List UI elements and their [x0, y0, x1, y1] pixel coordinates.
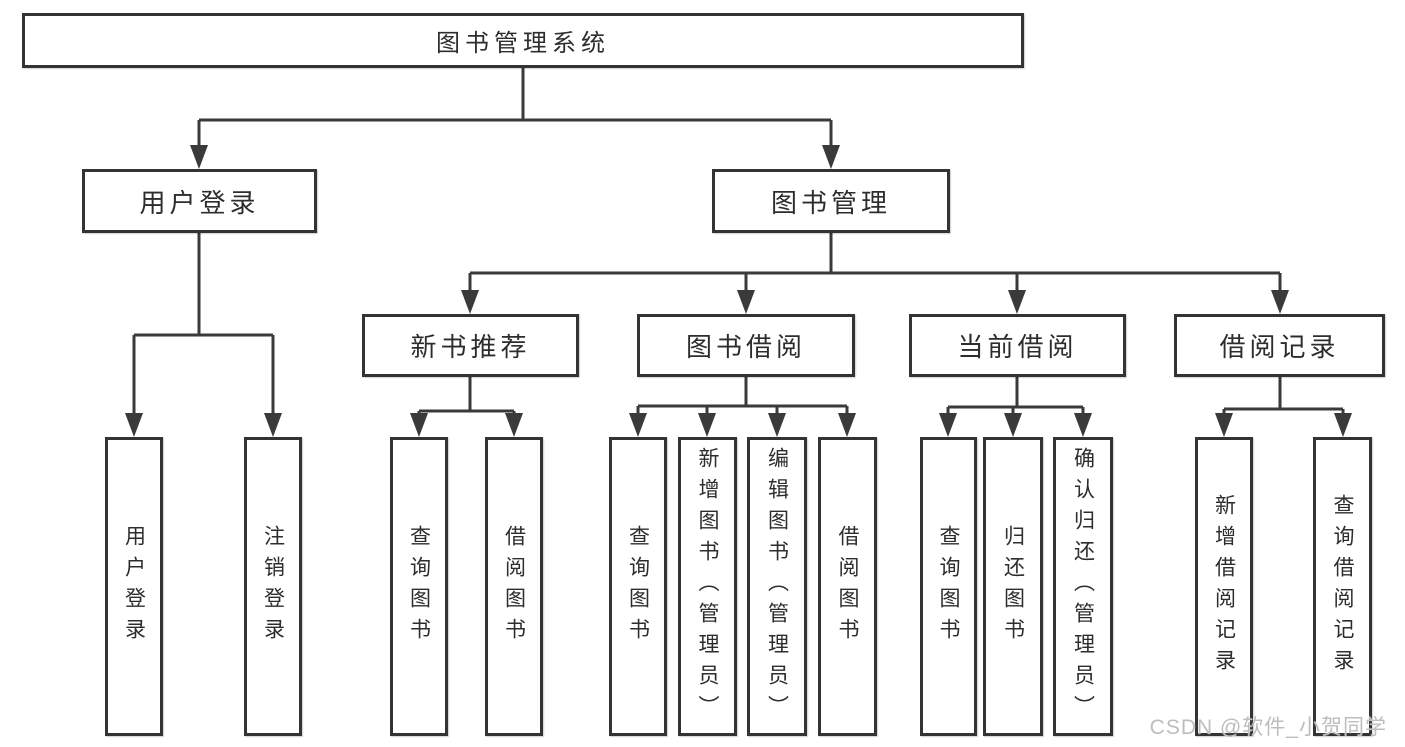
- node-book-borrowing: 图书借阅: [637, 314, 855, 377]
- leaf-borrow-query-book-label: 查询图书: [626, 524, 650, 649]
- leaf-borrow-borrow-book: 借阅图书: [818, 437, 877, 736]
- leaf-recommend-borrow-book: 借阅图书: [485, 437, 543, 736]
- node-current-borrowing: 当前借阅: [909, 314, 1126, 377]
- leaf-user-login: 用户登录: [105, 437, 163, 736]
- node-current-borrowing-label: 当前借阅: [957, 332, 1078, 362]
- node-user-login-label: 用户登录: [139, 187, 260, 218]
- leaf-borrow-add-book-admin: 新增图书（管理员）: [678, 437, 737, 736]
- leaf-records-query-record: 查询借阅记录: [1313, 437, 1372, 736]
- node-user-login: 用户登录: [82, 169, 317, 233]
- leaf-current-return-book-label: 归还图书: [1001, 524, 1025, 649]
- leaf-current-query-book: 查询图书: [920, 437, 977, 736]
- leaf-borrow-add-book-admin-label: 新增图书（管理员）: [696, 447, 719, 726]
- leaf-current-return-book: 归还图书: [983, 437, 1043, 736]
- node-book-management: 图书管理: [712, 169, 950, 233]
- leaf-current-query-book-label: 查询图书: [937, 524, 960, 649]
- node-new-book-recommendation-label: 新书推荐: [410, 332, 531, 362]
- leaf-borrow-borrow-book-label: 借阅图书: [836, 524, 859, 649]
- node-book-borrowing-label: 图书借阅: [685, 332, 806, 362]
- leaf-records-add-record: 新增借阅记录: [1195, 437, 1253, 736]
- leaf-recommend-borrow-book-label: 借阅图书: [502, 524, 526, 649]
- node-new-book-recommendation: 新书推荐: [362, 314, 579, 377]
- node-borrowing-records-label: 借阅记录: [1219, 332, 1340, 362]
- leaf-current-confirm-return-admin: 确认归还（管理员）: [1053, 437, 1113, 736]
- leaf-borrow-query-book: 查询图书: [609, 437, 667, 736]
- node-book-management-label: 图书管理: [770, 187, 891, 218]
- leaf-borrow-edit-book-admin-label: 编辑图书（管理员）: [765, 447, 789, 726]
- node-borrowing-records: 借阅记录: [1174, 314, 1385, 377]
- leaf-recommend-query-book: 查询图书: [390, 437, 448, 736]
- csdn-watermark: CSDN @软件_小贺同学: [1149, 716, 1387, 739]
- leaf-current-confirm-return-admin-label: 确认归还（管理员）: [1071, 447, 1095, 726]
- leaf-records-add-record-label: 新增借阅记录: [1212, 493, 1236, 680]
- node-library-management-system-label: 图书管理系统: [436, 30, 610, 57]
- leaf-logout-label: 注销登录: [261, 524, 285, 649]
- leaf-logout: 注销登录: [244, 437, 302, 736]
- node-library-management-system: 图书管理系统: [22, 13, 1024, 68]
- leaf-user-login-label: 用户登录: [122, 524, 146, 649]
- leaf-recommend-query-book-label: 查询图书: [407, 524, 431, 649]
- leaf-records-query-record-label: 查询借阅记录: [1331, 493, 1354, 680]
- leaf-borrow-edit-book-admin: 编辑图书（管理员）: [747, 437, 807, 736]
